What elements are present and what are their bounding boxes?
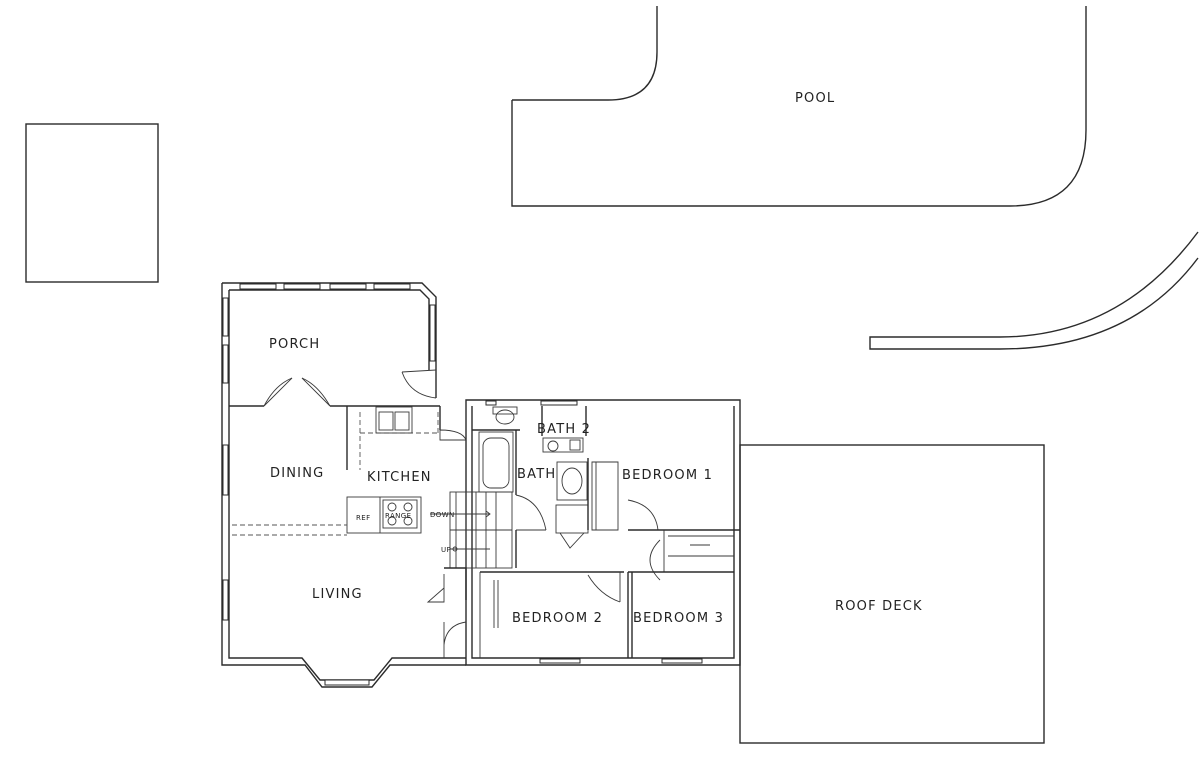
bath2-label: BATH 2 — [537, 422, 591, 437]
up-label: UP — [441, 546, 451, 554]
outbuilding — [25, 123, 159, 283]
pool-outline — [511, 6, 1087, 207]
porch-label: PORCH — [269, 337, 320, 352]
bath-label: BATH — [517, 467, 556, 482]
bedroom1-label: BEDROOM 1 — [622, 468, 713, 483]
roof-deck-label: ROOF DECK — [835, 599, 923, 614]
interior-walls — [229, 369, 740, 658]
down-label: DOWN — [430, 511, 455, 519]
pool-walkway — [869, 231, 1199, 350]
roof-deck-outline — [739, 444, 1045, 744]
living-label: LIVING — [312, 587, 363, 602]
bedroom3-label: BEDROOM 3 — [633, 611, 724, 626]
ref-label: REF — [356, 514, 371, 522]
dining-label: DINING — [270, 466, 324, 481]
kitchen-label: KITCHEN — [367, 470, 432, 485]
bedroom2-label: BEDROOM 2 — [512, 611, 603, 626]
range-label: RANGE — [385, 512, 411, 520]
windows — [222, 283, 703, 686]
pool-label: POOL — [795, 91, 835, 106]
